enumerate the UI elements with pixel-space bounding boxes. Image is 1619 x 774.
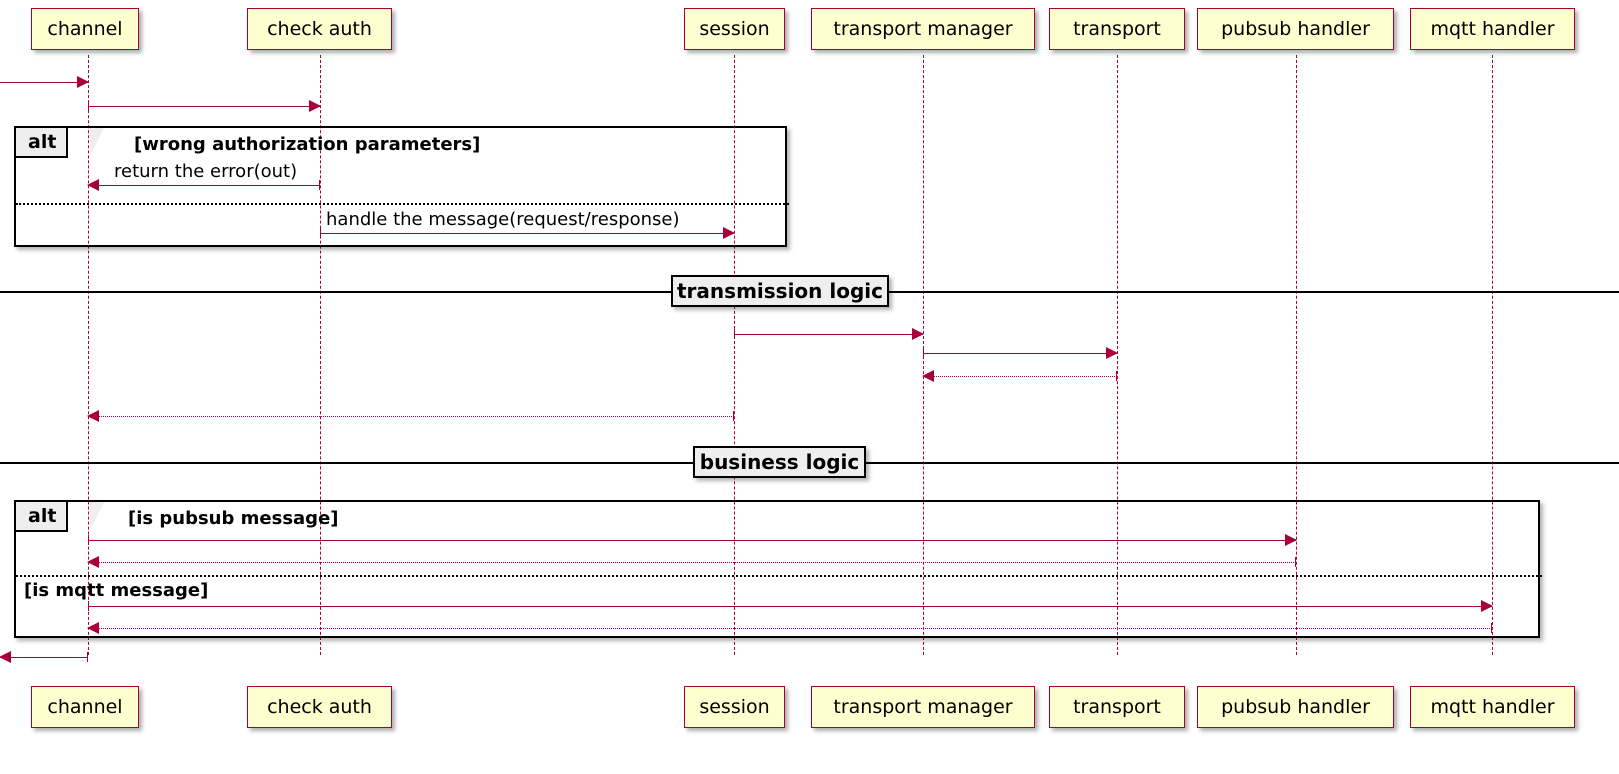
message-tail	[319, 180, 320, 190]
alt-group-divider	[16, 203, 789, 205]
participant-channel-top[interactable]: channel	[31, 8, 139, 50]
arrow-head-icon	[1481, 600, 1493, 612]
message-tail	[733, 411, 734, 421]
participant-session-bottom[interactable]: session	[684, 686, 785, 728]
arrow-head-icon	[0, 651, 11, 663]
participant-mqtt-handler-top[interactable]: mqtt handler	[1410, 8, 1575, 50]
message-line	[0, 82, 88, 83]
participant-transport-manager-bottom[interactable]: transport manager	[811, 686, 1035, 728]
arrow-head-icon	[87, 556, 99, 568]
message-tail	[88, 601, 89, 611]
message-label: return the error(out)	[114, 161, 298, 182]
arrow-head-icon	[912, 328, 924, 340]
lifeline-mqtt-handler	[1492, 55, 1493, 655]
participant-transport-top[interactable]: transport	[1049, 8, 1185, 50]
participant-pubsub-handler-top[interactable]: pubsub handler	[1197, 8, 1394, 50]
participant-transport-bottom[interactable]: transport	[1049, 686, 1185, 728]
arrow-head-icon	[77, 76, 89, 88]
message-label: handle the message(request/response)	[326, 209, 680, 230]
arrow-head-icon	[922, 370, 934, 382]
alt-group-authorization: alt [wrong authorization parameters]	[14, 126, 789, 247]
message-tail	[88, 535, 89, 545]
arrow-head-icon	[87, 410, 99, 422]
participant-mqtt-handler-bottom[interactable]: mqtt handler	[1410, 686, 1575, 728]
message-tail	[923, 348, 924, 358]
message-tail	[734, 329, 735, 339]
message-line	[88, 540, 1296, 541]
alt-group-business-tab-notch	[90, 502, 104, 530]
participant-check-auth-bottom[interactable]: check auth	[247, 686, 392, 728]
participant-session-top[interactable]: session	[684, 8, 785, 50]
arrow-head-icon	[87, 622, 99, 634]
message-tail	[87, 652, 88, 662]
alt-group-business: alt [is pubsub message] [is mqtt message…	[14, 500, 1542, 638]
alt-business-condition-label: [is pubsub message]	[128, 508, 339, 529]
alt-condition-label: [wrong authorization parameters]	[134, 134, 481, 155]
alt-group-tab-notch	[90, 128, 104, 156]
lifeline-channel	[88, 55, 89, 655]
message-line	[88, 628, 1492, 629]
message-line	[320, 233, 734, 234]
message-line	[88, 562, 1296, 563]
arrow-head-icon	[87, 179, 99, 191]
arrow-head-icon	[1285, 534, 1297, 546]
arrow-head-icon	[309, 100, 321, 112]
message-line	[734, 334, 923, 335]
message-tail	[1295, 557, 1296, 567]
message-line	[88, 606, 1492, 607]
lifeline-session	[734, 55, 735, 655]
message-line	[0, 657, 88, 658]
message-tail	[320, 228, 321, 238]
alt-group-business-tab-keyword: alt	[16, 502, 69, 532]
message-tail	[88, 101, 89, 111]
participant-pubsub-handler-bottom[interactable]: pubsub handler	[1197, 686, 1394, 728]
message-line	[923, 353, 1117, 354]
separator-business-logic: business logic	[693, 446, 866, 478]
participant-channel-bottom[interactable]: channel	[31, 686, 139, 728]
participant-check-auth-top[interactable]: check auth	[247, 8, 392, 50]
participant-transport-manager-top[interactable]: transport manager	[811, 8, 1035, 50]
message-tail	[1116, 371, 1117, 381]
lifeline-check-auth	[320, 55, 321, 655]
alt-business-else-label: [is mqtt message]	[24, 580, 209, 601]
message-line	[88, 416, 734, 417]
message-line	[88, 106, 320, 107]
alt-business-keyword-label: alt	[28, 504, 57, 527]
message-line	[923, 376, 1117, 377]
lifeline-pubsub-handler	[1296, 55, 1297, 655]
separator-transmission-logic: transmission logic	[671, 275, 889, 307]
arrow-head-icon	[723, 227, 735, 239]
message-line	[88, 185, 320, 186]
alt-business-group-divider	[16, 575, 1542, 577]
alt-keyword-label: alt	[28, 130, 57, 153]
message-tail	[1491, 623, 1492, 633]
arrow-head-icon	[1106, 347, 1118, 359]
alt-group-tab-keyword: alt	[16, 128, 69, 158]
